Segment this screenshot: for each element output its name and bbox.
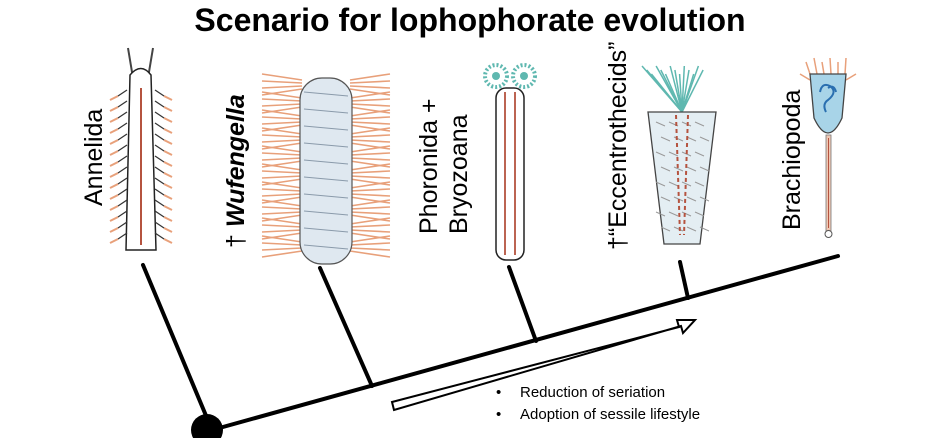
extinct-dagger: †“ [604,227,632,250]
trend-arrow [390,319,698,412]
annelid-illustration [109,47,173,251]
trend-item: • Adoption of sessile lifestyle [496,406,700,428]
eccentrothecid-illustration [641,65,717,245]
bullet-icon: • [496,384,502,401]
bullet-icon: • [496,406,502,423]
taxon-name-line2: Bryozoana [445,114,473,234]
branch-wufengella [318,266,374,388]
label-brachiopoda: Brachiopoda [778,90,806,230]
trend-list: • Reduction of seriation • Adoption of ses… [496,384,700,428]
taxon-name-line1: Phoronida + [415,98,443,234]
brachiopod-illustration [799,57,857,238]
tree-branches [141,254,840,434]
taxon-name: Brachiopoda [778,89,806,230]
main-stem [203,254,840,434]
label-wufengella: † Wufengella [222,94,250,248]
diagram-title: Scenario for lophophorate evolution [194,2,746,38]
taxon-name: Wufengella [222,94,250,228]
label-phoronida-bryozoana: Phoronida + Bryozoana [414,98,474,234]
trend-item-text: Reduction of seriation [520,384,666,401]
branch-eccentrothecids [678,260,690,300]
taxon-name: Annelida [80,108,108,206]
extinct-dagger: † [222,227,250,248]
branch-phoronida [507,265,538,343]
taxon-name: Eccentrothecids” [604,41,632,228]
trend-item-text: Adoption of sessile lifestyle [520,406,701,423]
root-node [191,414,223,438]
trend-item: • Reduction of seriation [496,384,700,406]
label-annelida: Annelida [80,109,108,206]
branch-annelida [141,263,214,432]
phoronida-illustration [483,63,537,261]
label-eccentrothecids: †“Eccentrothecids” [604,42,632,250]
wufengella-illustration [261,73,391,265]
